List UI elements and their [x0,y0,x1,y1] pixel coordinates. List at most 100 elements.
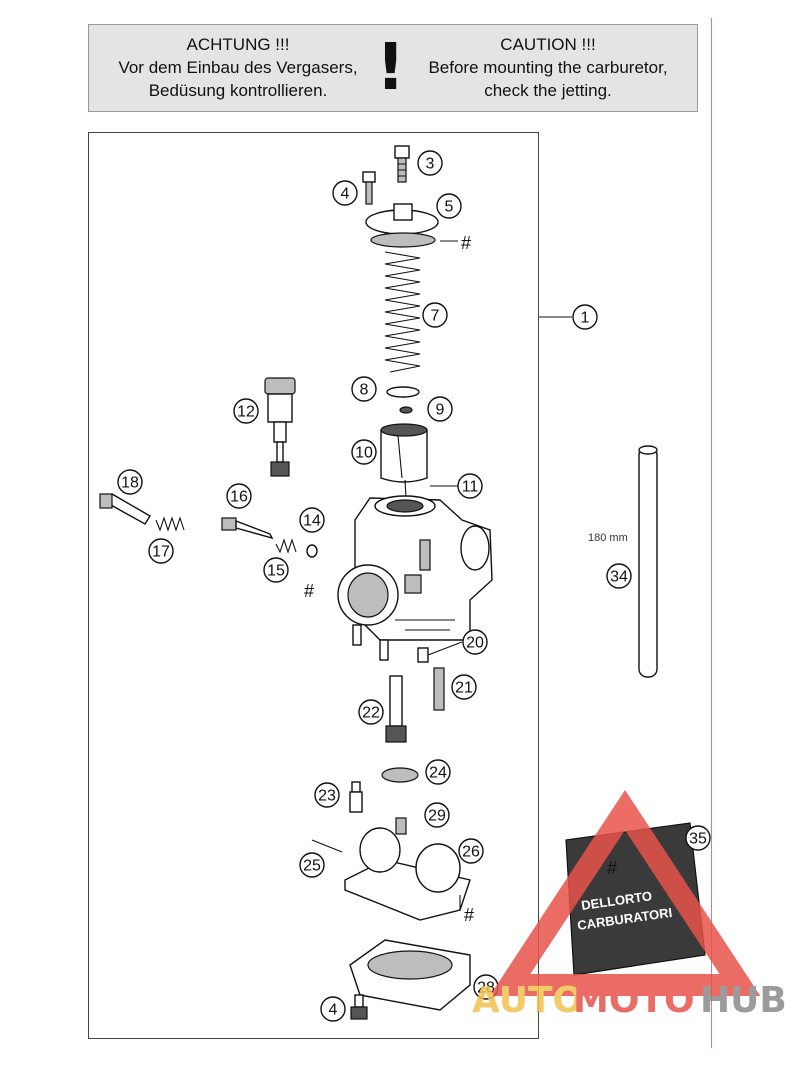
callout-number: 34 [610,569,628,586]
part-10-throttle-slide [380,423,428,483]
notice-german-line2: Vor dem Einbau des Vergasers, [118,58,358,77]
callout-number: 8 [360,382,369,399]
callout-number: 11 [462,479,479,496]
callout-circle [417,150,443,176]
callout-number: 28 [477,980,495,997]
callout-1: 1 [572,304,598,330]
part-15-spring [275,538,297,554]
callout-number: 26 [462,844,480,861]
callout-25: 25 [299,852,325,878]
caution-notice: ACHTUNG !!! Vor dem Einbau des Vergasers… [88,24,698,112]
callout-number: 29 [428,808,446,825]
callout-number: 14 [303,513,321,530]
callout-4: 4 [320,996,346,1022]
callout-34: 34 [606,563,632,589]
part-14-o-ring [306,544,318,558]
exclamation-icon: ! [376,31,406,105]
part-16-mixture-screw [221,517,274,540]
callout-number: 9 [436,402,445,419]
callout-number: 4 [341,186,350,203]
callout-circle [314,782,340,808]
callout-circle [424,802,450,828]
notice-english-title: CAUTION !!! [500,35,596,54]
callout-number: 7 [431,308,440,325]
callout-number: 17 [152,544,170,561]
callout-circle [263,557,289,583]
callout-35: 35 [685,825,711,851]
callout-number: 18 [121,475,139,492]
hose-length-label: 180 mm [588,532,628,544]
callout-number: 5 [445,199,454,216]
callout-number: 35 [689,831,707,848]
part-12-choke-plunger [264,377,296,477]
callout-12: 12 [233,398,259,424]
callout-11: 11 [457,473,483,499]
watermark-hub: HUB [700,980,787,1021]
callout-22: 22 [358,699,384,725]
callout-number: 25 [303,858,321,875]
callout-number: 16 [230,489,248,506]
part-18-idle-screw [99,493,151,525]
notice-english-line2: Before mounting the carburetor, [428,58,668,77]
callout-23: 23 [314,782,340,808]
callout-number: 15 [267,563,285,580]
callout-circle [572,304,598,330]
callout-24: 24 [425,759,451,785]
callout-circle [299,507,325,533]
part-28-float-bowl [349,939,471,1011]
callout-circle [457,473,483,499]
callout-number: 22 [362,705,380,722]
callout-20: 20 [462,629,488,655]
callout-number: 10 [355,445,373,462]
page-margin-line [711,18,712,1048]
part-11-needle [404,479,458,499]
part-34-hose [638,445,658,678]
callout-number: 12 [237,404,255,421]
callout-8: 8 [351,376,377,402]
callout-circle [351,376,377,402]
callout-circle [233,398,259,424]
part-23-float-valve [349,781,363,813]
part-3-screw [394,145,410,183]
part-7-spring [384,251,421,373]
notice-german: ACHTUNG !!! Vor dem Einbau des Vergasers… [95,33,381,102]
callout-number: 20 [466,635,484,652]
part-8-washer [386,386,420,398]
callout-circle [332,180,358,206]
callout-circle [358,699,384,725]
part-24-ring [381,767,419,783]
callout-circle [148,538,174,564]
callout-17: 17 [148,538,174,564]
callout-7: 7 [422,302,448,328]
part-4-screw-bottom [350,994,368,1020]
callout-circle [299,852,325,878]
part-5-cover [365,203,458,248]
notice-german-title: ACHTUNG !!! [186,35,290,54]
callout-circle [451,674,477,700]
callout-29: 29 [424,802,450,828]
callout-circle [427,396,453,422]
callout-circle [226,483,252,509]
hash-mark-cover: # [461,233,471,253]
callout-21: 21 [451,674,477,700]
notice-english: CAUTION !!! Before mounting the carburet… [403,33,693,102]
callout-18: 18 [117,469,143,495]
carburetor-assembly-frame [88,132,539,1039]
callout-number: 4 [329,1002,338,1019]
callout-number: 24 [429,765,447,782]
callout-number: 3 [426,156,435,173]
notice-german-line3: Bedüsung kontrollieren. [148,81,328,100]
part-25-pin [311,839,343,853]
callout-circle [436,193,462,219]
hash-mark-gasket: # [464,905,474,925]
callout-14: 14 [299,507,325,533]
callout-16: 16 [226,483,252,509]
part-4-screw-top [362,171,376,205]
callout-26: 26 [458,838,484,864]
callout-number: 21 [455,680,473,697]
callout-circle [351,439,377,465]
callout-circle [458,838,484,864]
callout-number: 23 [318,788,336,805]
carburetor-body [337,495,493,661]
